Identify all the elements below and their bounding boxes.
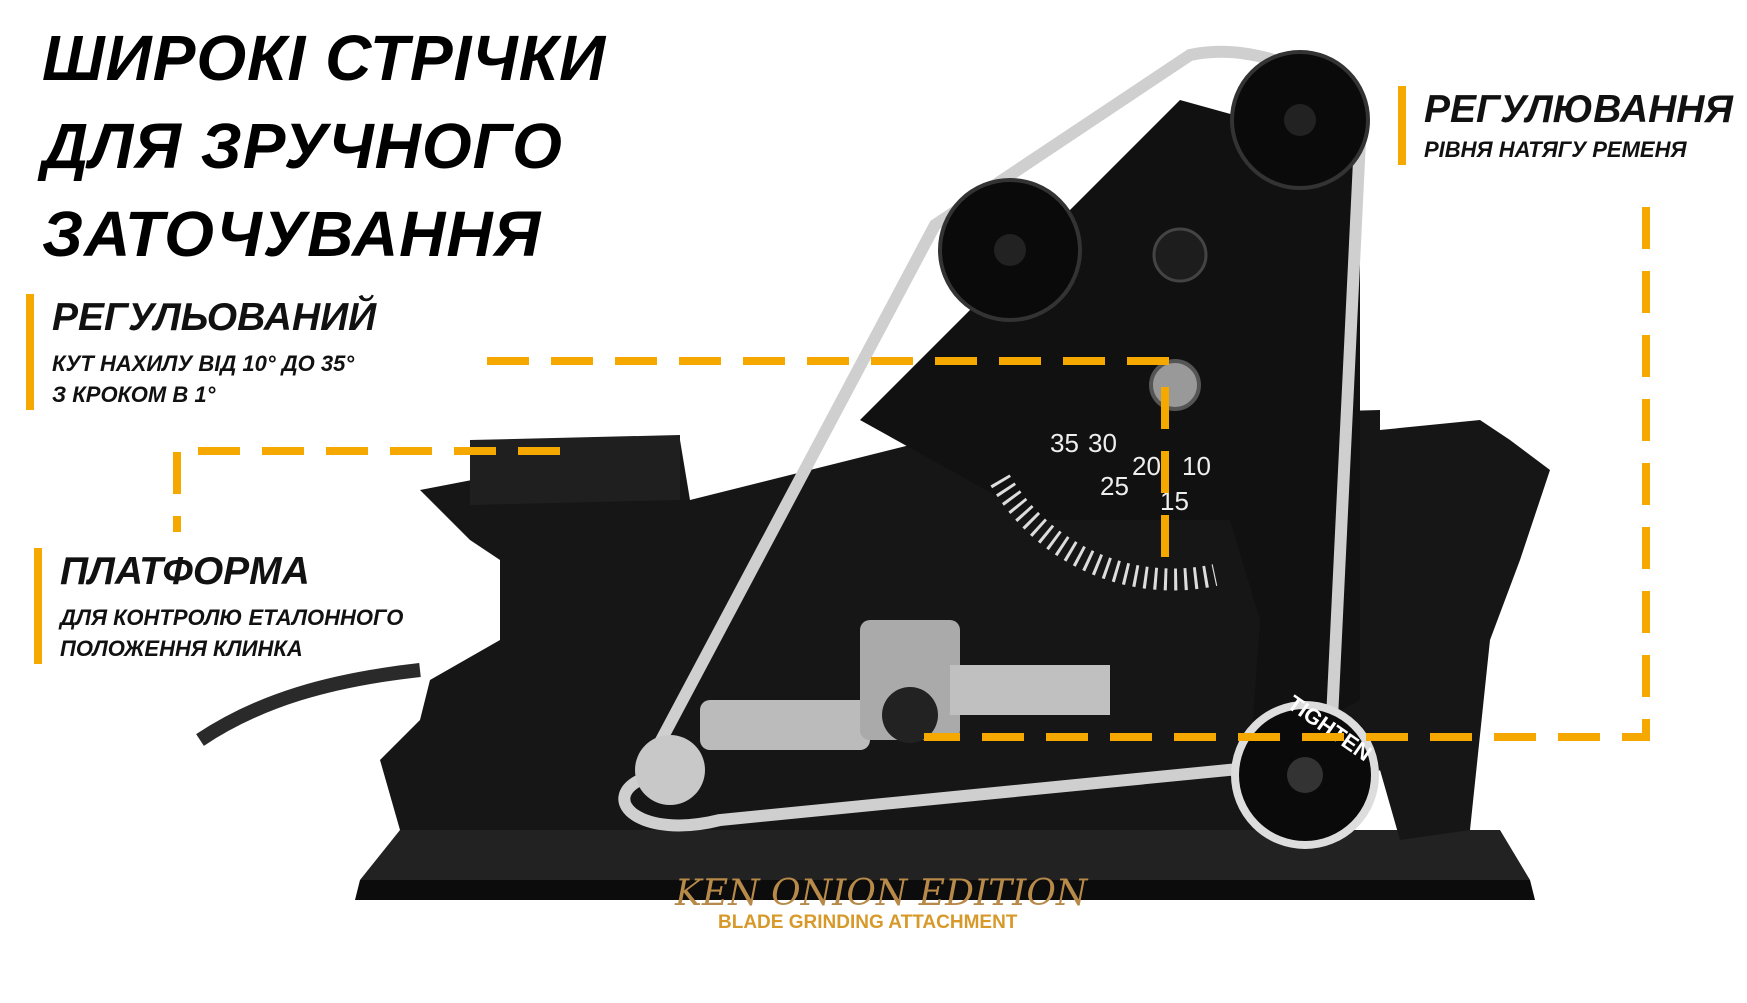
product-logo: KEN ONION EDITION <box>674 873 1089 914</box>
tension-spring <box>700 700 870 750</box>
scale-25: 25 <box>1100 471 1129 501</box>
callout-subtext: ДЛЯ КОНТРОЛЮ ЕТАЛОННОГО <box>60 605 404 630</box>
angle-callout-line <box>487 357 1169 560</box>
angle-lock-nut <box>1149 359 1201 411</box>
callout-heading: РЕГУЛЬОВАНИЙ <box>52 296 377 339</box>
scale-20: 20 <box>1132 451 1161 481</box>
callout-subtext: РІВНЯ НАТЯГУ РЕМЕНЯ <box>1424 137 1687 162</box>
scale-10: 10 <box>1182 451 1211 481</box>
power-cable <box>196 663 421 746</box>
callout-subtext: ПОЛОЖЕННЯ КЛИНКА <box>60 636 303 661</box>
callout-heading: ПЛАТФОРМА <box>60 550 310 593</box>
tension-arm <box>860 100 1360 760</box>
product-logo-subtext: BLADE GRINDING ATTACHMENT <box>718 912 1018 933</box>
scale-35: 35 <box>1050 428 1079 458</box>
callout-tension: РЕГУЛЮВАННЯ РІВНЯ НАТЯГУ РЕМЕНЯ <box>1398 86 1733 165</box>
tension-callout-line <box>924 207 1650 741</box>
lower-pulley <box>635 735 705 805</box>
callout-lines <box>173 207 1650 741</box>
headline-line: ДЛЯ ЗРУЧНОГО <box>42 110 563 182</box>
callout-subtext: КУТ НАХИЛУ ВІД 10° ДО 35° <box>52 351 355 376</box>
reference-platform <box>470 435 680 505</box>
base-plate <box>360 830 1530 880</box>
callout-heading: РЕГУЛЮВАННЯ <box>1424 88 1733 131</box>
scale-30: 30 <box>1088 428 1117 458</box>
callout-angle: РЕГУЛЬОВАНИЙ КУТ НАХИЛУ ВІД 10° ДО 35° З… <box>26 294 376 410</box>
headline-line: ЗАТОЧУВАННЯ <box>42 198 542 270</box>
callout-platform: ПЛАТФОРМА ДЛЯ КОНТРОЛЮ ЕТАЛОННОГО ПОЛОЖЕ… <box>34 548 403 664</box>
headline: ШИРОКІ СТРІЧКИ ДЛЯ ЗРУЧНОГО ЗАТОЧУВАННЯ <box>42 14 606 278</box>
headline-line: ШИРОКІ СТРІЧКИ <box>42 22 607 94</box>
callout-subtext: З КРОКОМ В 1° <box>52 382 216 407</box>
